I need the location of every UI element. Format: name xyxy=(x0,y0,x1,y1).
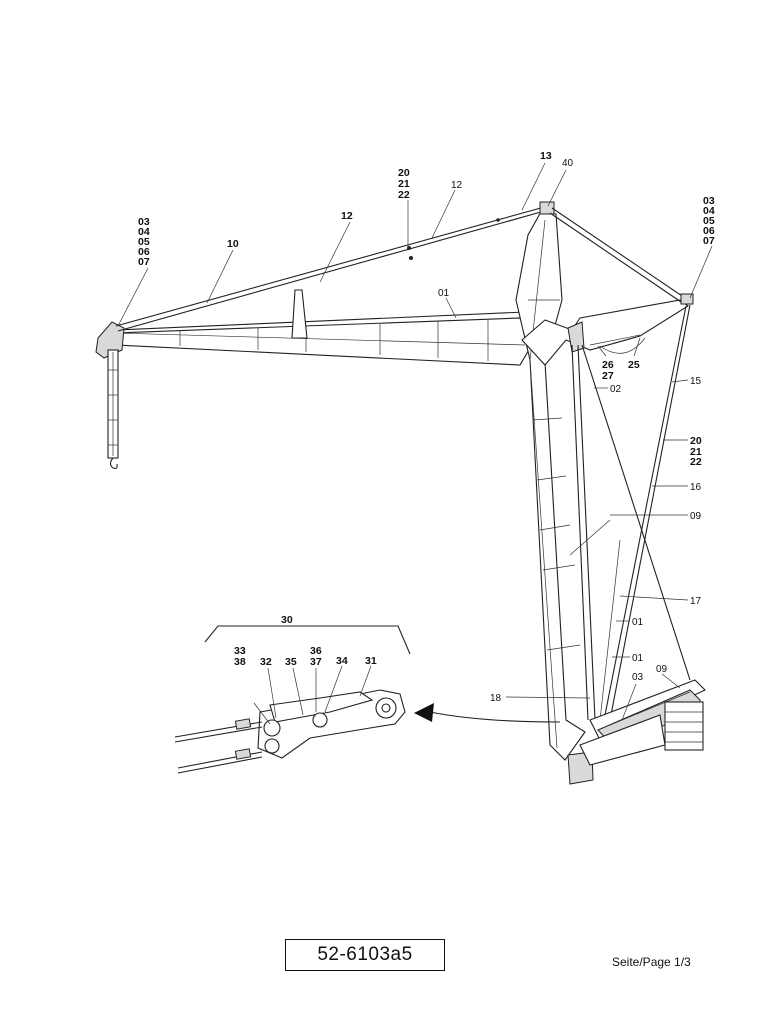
part-labels: 13 40 20 21 22 12 12 10 03 04 05 06 07 0… xyxy=(138,150,715,704)
label-20b: 20 xyxy=(690,435,702,447)
label-40: 40 xyxy=(562,158,574,169)
peak-and-stays xyxy=(539,201,694,721)
label-33: 33 xyxy=(234,645,246,657)
label-07b: 07 xyxy=(703,235,715,247)
label-27: 27 xyxy=(602,370,614,382)
label-10: 10 xyxy=(227,238,239,250)
label-36: 36 xyxy=(310,645,322,657)
label-06b: 06 xyxy=(703,225,715,237)
label-22a: 22 xyxy=(398,189,410,201)
leader-lines xyxy=(117,162,713,721)
label-31: 31 xyxy=(365,655,377,667)
label-26: 26 xyxy=(602,359,614,371)
label-03c: 03 xyxy=(632,672,644,683)
label-01a: 01 xyxy=(438,288,450,299)
label-09b: 09 xyxy=(656,664,668,675)
label-25: 25 xyxy=(628,359,640,371)
label-02: 02 xyxy=(610,384,622,395)
label-20a: 20 xyxy=(398,167,410,179)
label-01c: 01 xyxy=(632,653,644,664)
label-03a: 03 xyxy=(138,216,150,228)
label-15: 15 xyxy=(690,376,702,387)
label-03b: 03 xyxy=(703,195,715,207)
label-17: 17 xyxy=(690,596,702,607)
base-crawler xyxy=(579,679,706,766)
label-34: 34 xyxy=(336,655,348,667)
label-09a: 09 xyxy=(690,511,702,522)
detail-arrow xyxy=(414,703,561,723)
label-21a: 21 xyxy=(398,178,410,190)
label-30: 30 xyxy=(281,614,293,626)
label-32: 32 xyxy=(260,656,272,668)
label-05b: 05 xyxy=(703,215,715,227)
page-indicator: Seite/Page 1/3 xyxy=(612,955,691,969)
label-37: 37 xyxy=(310,656,322,668)
tower-head xyxy=(521,299,689,366)
label-12b: 12 xyxy=(341,210,353,222)
label-21b: 21 xyxy=(690,446,702,458)
label-04b: 04 xyxy=(703,205,715,217)
label-06a: 06 xyxy=(138,246,150,258)
label-35: 35 xyxy=(285,656,297,668)
label-04a: 04 xyxy=(138,226,150,238)
label-13: 13 xyxy=(540,150,552,162)
jib-tip-hook xyxy=(95,321,125,470)
label-07a: 07 xyxy=(138,256,150,268)
detail-pin-connection xyxy=(174,625,411,774)
label-12a: 12 xyxy=(451,180,463,191)
label-18: 18 xyxy=(490,693,502,704)
label-05a: 05 xyxy=(138,236,150,248)
jib xyxy=(115,289,531,366)
label-16: 16 xyxy=(690,482,702,493)
label-22b: 22 xyxy=(690,456,702,468)
jib-guy-lines xyxy=(115,205,549,332)
label-38: 38 xyxy=(234,656,246,668)
drawing-number-box: 52-6103a5 xyxy=(285,939,445,971)
label-01b: 01 xyxy=(632,617,644,628)
